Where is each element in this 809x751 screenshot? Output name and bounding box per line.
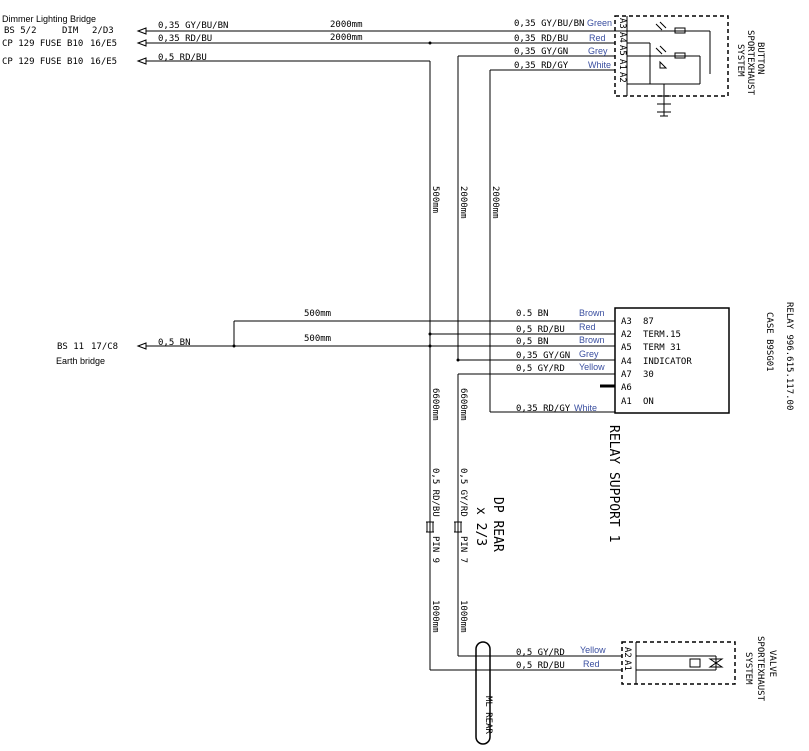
- lower-spec-b: 0,5 GY/RD: [458, 468, 468, 517]
- relay-info-2: CASE B9SG01: [764, 312, 774, 372]
- valve-pin-2: A1: [622, 660, 632, 671]
- dp-rear-pin-markers: [426, 521, 462, 533]
- source-cp129-a-name: CP 129 FUSE B10: [2, 39, 83, 49]
- source-dimmer-lighting-bridge: Dimmer Lighting Bridge: [2, 14, 96, 24]
- relay-wire-spec-3: 0,5 BN: [516, 337, 549, 347]
- lower-length-d: 1000mm: [458, 600, 468, 633]
- wire-left-spec-3: 0,5 RD/BU: [158, 53, 207, 63]
- source-bs52-mid: DIM: [62, 26, 79, 36]
- lower-length-b: 6600mm: [458, 388, 468, 421]
- button-wire-spec-2: 0,35 RD/BU: [514, 34, 568, 44]
- valve-label-2: SPORTEXHAUST: [755, 636, 765, 702]
- relay-func-3: TERM 31: [643, 343, 681, 353]
- source-cp129-b-name: CP 129 FUSE B10: [2, 57, 83, 67]
- button-pin-4: A1: [617, 59, 627, 70]
- relay-wire-spec-5: 0,5 GY/RD: [516, 364, 565, 374]
- h-length-2: 500mm: [304, 334, 331, 344]
- button-label-3: SYSTEM: [735, 44, 745, 77]
- relay-wire-color-4: Grey: [579, 349, 599, 359]
- relay-wire-color-2: Red: [579, 322, 596, 332]
- relay-wire-color-3: Brown: [579, 335, 605, 345]
- button-wire-spec-1: 0,35 GY/BU/BN: [514, 19, 584, 29]
- source-bs11-name: BS 11: [57, 342, 84, 352]
- valve-label-1: VALVE: [767, 650, 777, 677]
- vertical-length-2000-a: 2000mm: [458, 186, 468, 219]
- wire-left-length-1: 2000mm: [330, 20, 363, 30]
- valve-sportexhaust-box: [621, 641, 736, 685]
- button-label-1: BUTTON: [755, 42, 765, 75]
- left-connector-arrows: [136, 27, 147, 350]
- button-wire-color-2: Red: [589, 33, 606, 43]
- wire-left-spec-4: 0,5 BN: [158, 338, 191, 348]
- source-cp129-b-code: 16/E5: [90, 57, 117, 67]
- valve-wire-color-2: Red: [583, 659, 600, 669]
- button-wire-color-4: White: [588, 60, 611, 70]
- button-pin-1: A3: [617, 18, 627, 29]
- valve-label-3: SYSTEM: [743, 652, 753, 685]
- source-earth-bridge: Earth bridge: [56, 356, 105, 366]
- lower-length-c: 1000mm: [430, 600, 440, 633]
- relay-func-2: TERM.15: [643, 330, 681, 340]
- relay-support-label: RELAY SUPPORT 1: [606, 425, 621, 542]
- button-label-2: SPORTEXHAUST: [745, 30, 755, 96]
- relay-wire-color-1: Brown: [579, 308, 605, 318]
- relay-wire-color-6: White: [574, 403, 597, 413]
- button-wire-spec-3: 0,35 GY/GN: [514, 47, 568, 57]
- relay-wire-spec-2: 0,5 RD/BU: [516, 325, 565, 335]
- relay-wire-color-5: Yellow: [579, 362, 605, 372]
- ml-rear-connector: [475, 641, 491, 745]
- lower-pin-b: PIN 7: [458, 536, 468, 563]
- relay-pin-3: A5: [621, 343, 632, 353]
- button-wire-spec-4: 0,35 RD/GY: [514, 61, 569, 71]
- button-wire-color-3: Grey: [588, 46, 608, 56]
- relay-box: [600, 307, 730, 414]
- relay-wire-spec-6: 0,35 RD/GY: [516, 404, 571, 414]
- valve-wire-spec-1: 0,5 GY/RD: [516, 648, 565, 658]
- valve-wires: [430, 655, 622, 671]
- button-pin-5: A2: [617, 72, 627, 83]
- relay-pin-1: A3: [621, 317, 632, 327]
- ml-rear-label: ML REAR: [483, 696, 493, 735]
- source-bs11-code: 17/C8: [91, 342, 118, 352]
- lower-pin-a: PIN 9: [430, 536, 440, 563]
- relay-func-5: 30: [643, 370, 654, 380]
- top-wires: [146, 30, 710, 670]
- wire-left-spec-1: 0,35 GY/BU/BN: [158, 21, 228, 31]
- relay-info-1: RELAY 996.615.117.00: [784, 302, 794, 410]
- lower-spec-a: 0,5 RD/BU: [430, 468, 440, 517]
- source-bs52-name: BS 5/2: [4, 26, 37, 36]
- relay-pin-2: A2: [621, 330, 632, 340]
- relay-func-4: INDICATOR: [643, 357, 692, 367]
- button-sportexhaust-box: A3 A4 A5 A1 A2: [614, 15, 729, 117]
- button-pin-3: A5: [617, 45, 627, 56]
- relay-pin-4: A4: [621, 357, 632, 367]
- wire-left-length-2: 2000mm: [330, 33, 363, 43]
- lower-length-a: 6600mm: [430, 388, 440, 421]
- vertical-length-2000-b: 2000mm: [490, 186, 500, 219]
- h-length-1: 500mm: [304, 309, 331, 319]
- valve-wire-spec-2: 0,5 RD/BU: [516, 661, 565, 671]
- relay-func-1: 87: [643, 317, 654, 327]
- valve-wire-color-1: Yellow: [580, 645, 606, 655]
- relay-pin-5: A7: [621, 370, 632, 380]
- source-bs52-code: 2/D3: [92, 26, 114, 36]
- relay-func-7: ON: [643, 397, 654, 407]
- valve-pin-1: A2: [622, 647, 632, 658]
- vertical-length-500: 500mm: [430, 186, 440, 213]
- relay-wire-spec-4: 0,35 GY/GN: [516, 351, 570, 361]
- relay-pin-7: A1: [621, 397, 632, 407]
- wire-left-spec-2: 0,35 RD/BU: [158, 34, 212, 44]
- relay-wires: [146, 320, 615, 656]
- button-pin-2: A4: [617, 32, 627, 43]
- dp-rear-label: DP REAR: [490, 497, 505, 552]
- dp-rear-count: x 2/3: [473, 507, 488, 546]
- relay-pin-6: A6: [621, 383, 632, 393]
- button-wire-color-1: Green: [587, 18, 612, 28]
- relay-wire-spec-1: 0.5 BN: [516, 309, 549, 319]
- source-cp129-a-code: 16/E5: [90, 39, 117, 49]
